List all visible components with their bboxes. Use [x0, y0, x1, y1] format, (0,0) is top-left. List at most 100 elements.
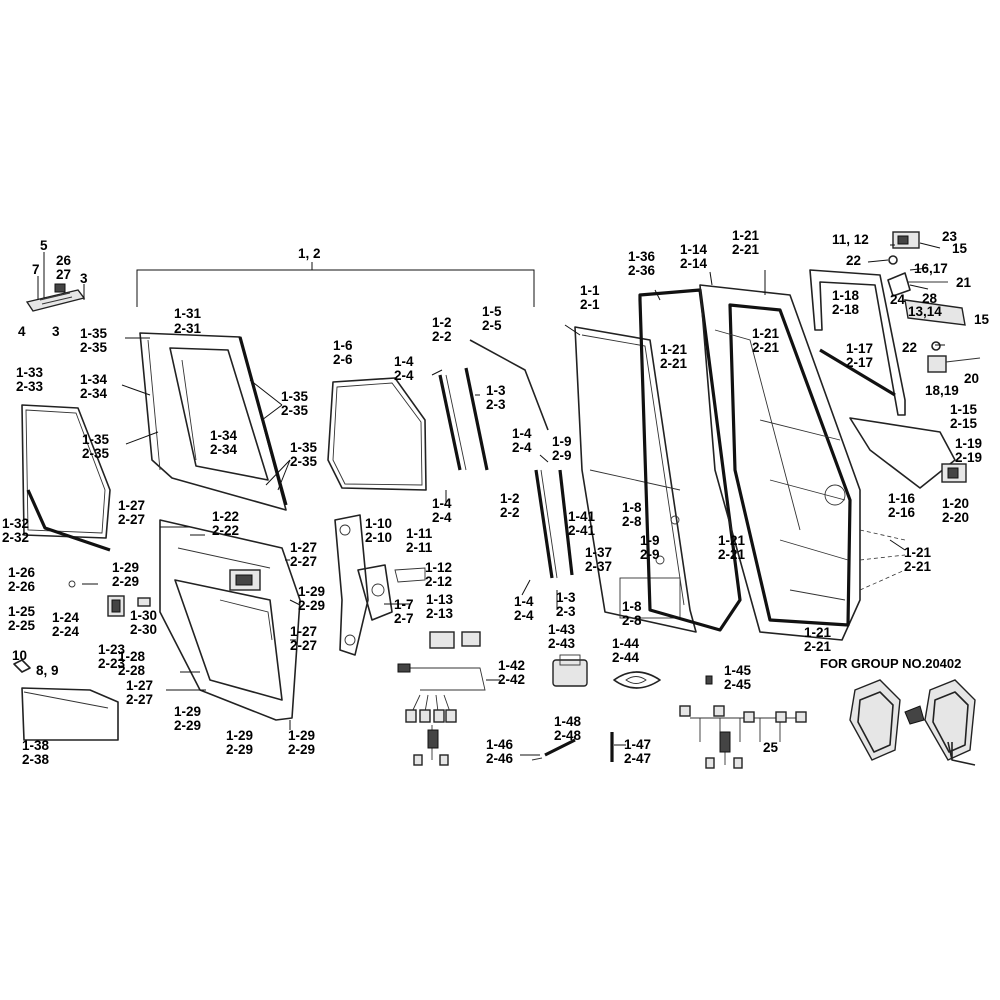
part-callout-label: 2-2	[432, 329, 452, 344]
part-callout-label: 2-21	[660, 356, 688, 371]
part-callout-label: 2-38	[22, 752, 50, 767]
part-callout-label: 1-35	[82, 432, 110, 447]
part-callout-label: 1-21	[660, 342, 688, 357]
part-callout-label: 11, 12	[832, 232, 869, 247]
part-callout-label: 2-24	[52, 624, 80, 639]
part-callout-label: 1-28	[118, 649, 146, 664]
inner-door-panel	[159, 519, 301, 721]
part-callout-label: 2-35	[290, 454, 318, 469]
part-callout-label: 18,19	[925, 383, 959, 398]
part-callout-label: 26	[56, 253, 72, 268]
part-callout-label: 1-27	[290, 624, 317, 639]
part-callout-label: 2-10	[365, 530, 392, 545]
part-callout-label: 1-27	[126, 678, 153, 693]
part-callout-label: 1-41	[568, 509, 596, 524]
part-callout-label: 1-43	[548, 622, 576, 637]
part-callout-label: 1-38	[22, 738, 50, 753]
part-callout-label: 2-32	[2, 530, 29, 545]
part-callout-label: 2-35	[80, 340, 108, 355]
part-callout-label: 2-28	[118, 663, 146, 678]
part-callout-label: 1-1	[580, 283, 600, 298]
part-callout-label: 15	[974, 312, 990, 327]
part-callout-label: 1-47	[624, 737, 651, 752]
part-callout-label: 2-1	[580, 297, 600, 312]
part-callout-label: 1-35	[290, 440, 318, 455]
part-callout-label: 2-21	[718, 547, 746, 562]
part-callout-label: 2-22	[212, 523, 239, 538]
part-callout-label: 2-21	[804, 639, 832, 654]
part-callout-label: 1-21	[718, 533, 746, 548]
part-callout-label: 2-26	[8, 579, 36, 594]
part-callout-label: 10	[12, 648, 27, 663]
rubber-strip	[26, 489, 111, 552]
handle-parts	[68, 580, 151, 617]
part-callout-label: 2-29	[298, 598, 325, 613]
part-callout-label: 1-20	[942, 496, 969, 511]
switch-parts	[531, 654, 661, 762]
part-callout-label: 2-33	[16, 379, 44, 394]
latch-hardware	[887, 231, 981, 483]
part-callout-label: 1-14	[680, 242, 708, 257]
part-callout-label: 27	[56, 267, 71, 282]
part-callout-label: 1-44	[612, 636, 640, 651]
part-callout-label: 2-29	[226, 742, 253, 757]
part-callout-label: 2-20	[942, 510, 969, 525]
part-callout-label: 2-37	[585, 559, 612, 574]
part-callout-label: 4	[18, 324, 26, 339]
part-callout-label: 2-4	[394, 368, 414, 383]
part-callout-label: 2-25	[8, 618, 36, 633]
part-callout-label: 25	[763, 740, 779, 755]
part-callout-label: 2-12	[425, 574, 452, 589]
wiring-harness-left	[397, 631, 486, 766]
part-callout-label: 1-42	[498, 658, 525, 673]
part-callout-label: 1-2	[432, 315, 452, 330]
part-callout-label: 1-35	[281, 389, 309, 404]
part-callout-label: 2-3	[486, 397, 506, 412]
part-callout-label: 1-27	[118, 498, 145, 513]
part-callout-label: 1-35	[80, 326, 108, 341]
part-callout-label: 23	[942, 229, 958, 244]
part-callout-label: 1-24	[52, 610, 80, 625]
part-callout-label: 1-29	[288, 728, 315, 743]
part-callout-label: 13,14	[908, 304, 942, 319]
upper-door-frame	[139, 332, 288, 511]
part-callout-label: 1-12	[425, 560, 452, 575]
part-callout-label: 2-2	[500, 505, 520, 520]
bracket-label: 1, 2	[298, 246, 321, 261]
part-callout-label: 16,17	[914, 261, 948, 276]
part-callout-label: 1-22	[212, 509, 239, 524]
part-callout-label: 2-36	[628, 263, 656, 278]
part-callout-label: 2-35	[281, 403, 309, 418]
part-callout-label: 1-15	[950, 402, 978, 417]
part-callout-label: 2-19	[955, 450, 982, 465]
part-callout-label: 1-9	[552, 434, 572, 449]
part-callout-label: 24	[890, 292, 906, 307]
part-callout-label: 2-29	[288, 742, 315, 757]
part-callout-label: 2-11	[406, 540, 433, 555]
part-callout-label: 2-13	[426, 606, 454, 621]
part-callout-label: 2-31	[174, 321, 202, 336]
part-callout-label: 1-29	[298, 584, 325, 599]
part-callout-label: 1-33	[16, 365, 44, 380]
part-callout-label: 2-34	[210, 442, 238, 457]
part-callout-label: 1-37	[585, 545, 612, 560]
wiring-harness-right	[679, 675, 807, 769]
part-callout-label: 2-8	[622, 613, 642, 628]
part-callout-label: 1-6	[333, 338, 353, 353]
part-callout-label: 1-10	[365, 516, 392, 531]
part-callout-label: 2-8	[622, 514, 642, 529]
part-callout-label: 1-21	[752, 326, 780, 341]
part-callout-label: 1-4	[394, 354, 414, 369]
part-callout-label: 28	[922, 291, 938, 306]
part-callout-label: 2-4	[514, 608, 534, 623]
part-callout-label: 2-15	[950, 416, 978, 431]
part-callout-label: 1-18	[832, 288, 860, 303]
part-callout-label: 1-8	[622, 500, 642, 515]
part-callout-label: 2-5	[482, 318, 502, 333]
part-callout-label: 2-47	[624, 751, 651, 766]
part-callout-label: 2-30	[130, 622, 157, 637]
part-callout-label: 2-27	[290, 554, 317, 569]
part-callout-label: 1-7	[394, 597, 414, 612]
part-callout-label: 2-48	[554, 728, 582, 743]
